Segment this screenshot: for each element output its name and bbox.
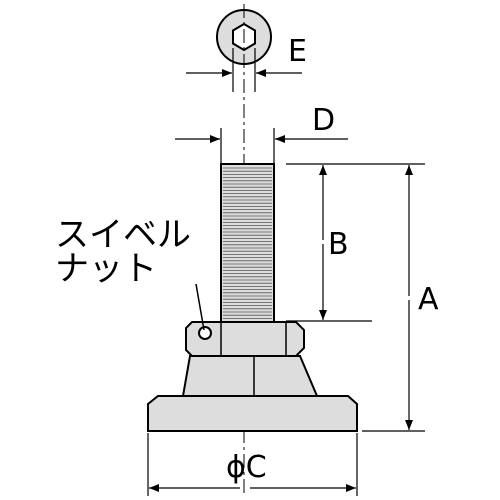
dim-label-e: E — [288, 34, 307, 69]
base — [181, 355, 319, 397]
bolt-threads — [223, 167, 272, 319]
dimension-a — [286, 163, 425, 432]
threaded-bolt — [220, 163, 275, 323]
swivel-nut-label-line2: ナット — [55, 249, 157, 289]
nut-pin-hole — [198, 326, 212, 340]
dim-label-b: B — [328, 227, 349, 262]
dimension-e — [186, 48, 302, 92]
dimension-d — [175, 128, 348, 164]
pad — [147, 395, 358, 432]
dimension-c — [147, 433, 358, 496]
dim-label-a: A — [418, 282, 439, 317]
swivel-nut-leader — [195, 283, 205, 331]
dim-label-d: D — [312, 103, 335, 138]
dim-label-c: ϕC — [226, 450, 267, 485]
swivel-nut-label-line1: スイベル — [55, 215, 191, 255]
dimension-b — [286, 165, 372, 322]
